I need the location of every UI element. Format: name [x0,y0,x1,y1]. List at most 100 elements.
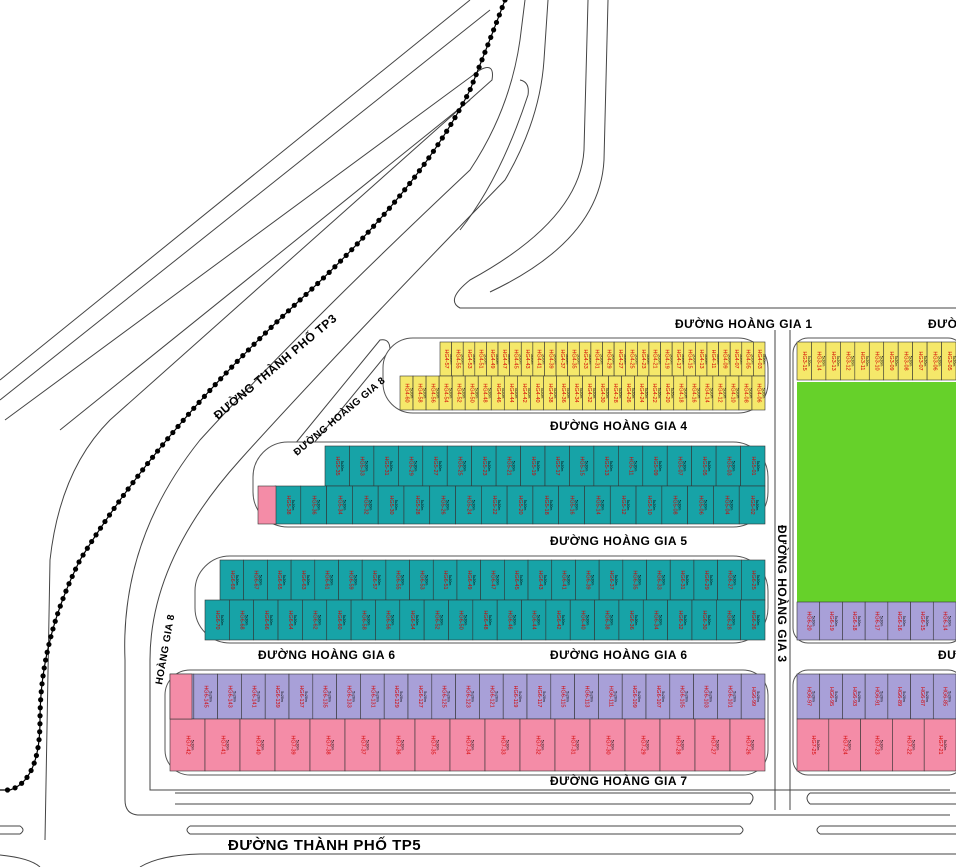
corner-lot[interactable] [257,485,277,525]
corner-lot[interactable] [169,673,193,720]
